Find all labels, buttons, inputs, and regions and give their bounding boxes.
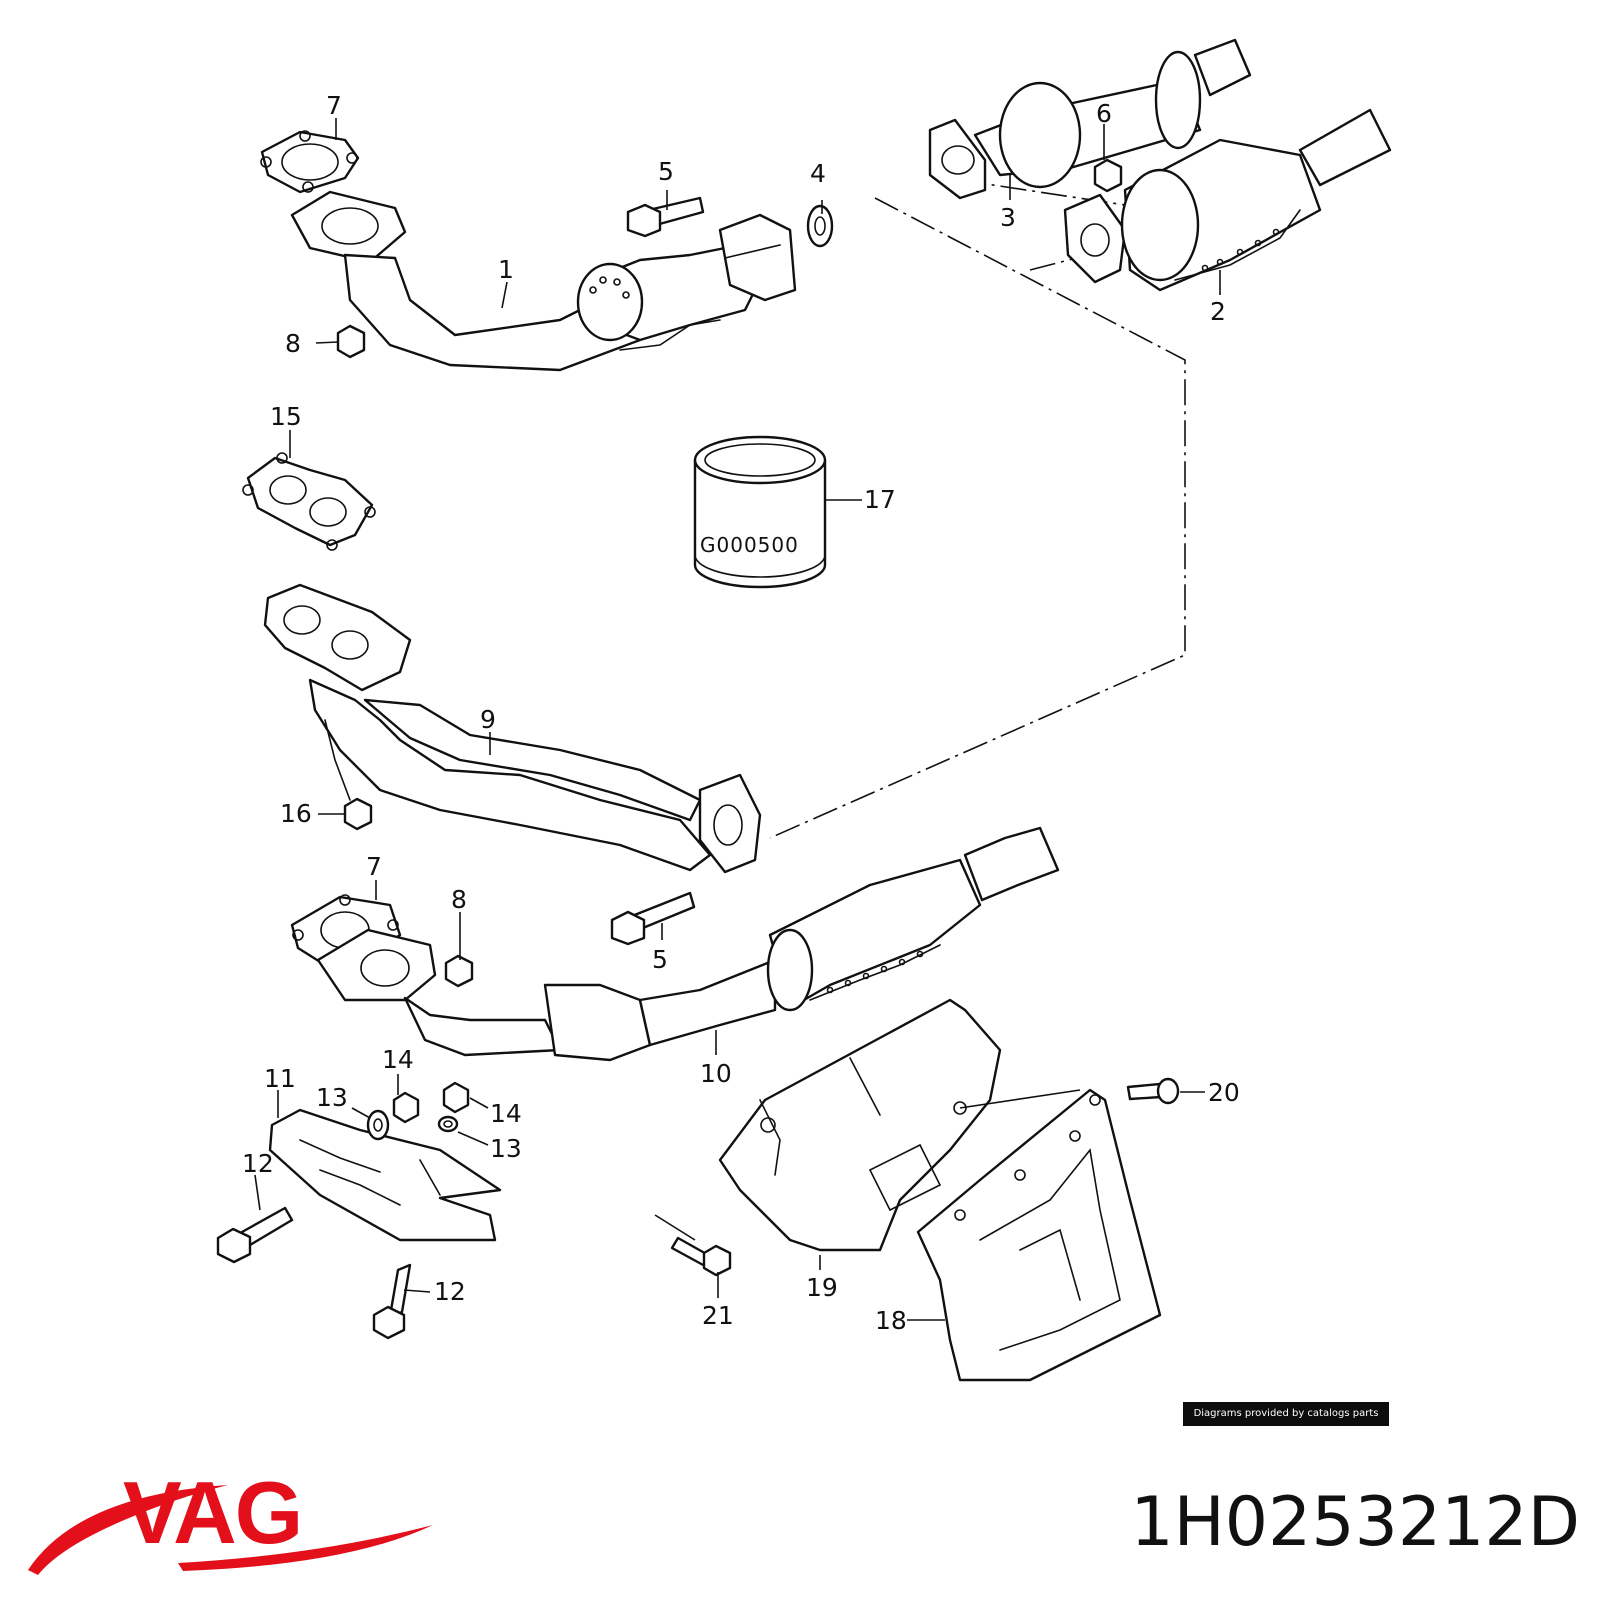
callout-4: 4 (810, 159, 826, 188)
diagram-credit-badge: Diagrams provided by catalogs parts (1183, 1402, 1389, 1426)
gasket-15 (242, 452, 376, 551)
callout-14-right: 14 (490, 1099, 522, 1128)
front-pipe-9 (263, 583, 762, 874)
callout-labels: 7 1 8 5 4 6 3 2 15 17 9 16 7 8 5 10 11 1… (242, 91, 1240, 1335)
callout-16: 16 (280, 799, 312, 828)
front-pipe-10 (316, 826, 1060, 1062)
logo-wordmark: VAG (123, 1463, 301, 1562)
callout-8-top: 8 (285, 329, 301, 358)
callout-17: 17 (864, 485, 896, 514)
callout-3: 3 (1000, 203, 1016, 232)
heat-shield-18 (916, 1088, 1162, 1382)
callout-7-top: 7 (326, 91, 342, 120)
callout-20: 20 (1208, 1078, 1240, 1107)
callout-6: 6 (1096, 99, 1112, 128)
callout-2: 2 (1210, 297, 1226, 326)
callout-5-bottom: 5 (652, 945, 668, 974)
callout-14-top: 14 (382, 1045, 414, 1074)
nut-8-bottom (444, 954, 474, 988)
front-pipe-1 (290, 190, 797, 372)
washer-13-right (437, 1115, 459, 1133)
part-number: 1H0253212D (1130, 1483, 1580, 1562)
bolt-5-top (626, 196, 705, 238)
nut-6 (1093, 158, 1123, 193)
callout-21: 21 (702, 1301, 734, 1330)
nut-14-left (392, 1091, 420, 1124)
washer-13-left (366, 1109, 390, 1141)
heat-shield-19 (718, 998, 1002, 1252)
bolt-12-left (216, 1206, 294, 1264)
nut-8-top (336, 324, 366, 359)
callout-5-top: 5 (658, 157, 674, 186)
logo-swoosh-tail (178, 1525, 433, 1571)
nut-14-right (442, 1081, 470, 1114)
callout-12-bottom: 12 (434, 1277, 466, 1306)
callout-11: 11 (264, 1064, 296, 1093)
filter-17: G000500 (693, 435, 827, 589)
bolt-21 (670, 1236, 732, 1277)
callout-12-left: 12 (242, 1149, 274, 1178)
filter-code-label: G000500 (700, 533, 799, 557)
logo-swoosh (28, 1485, 228, 1575)
vag-logo: VAG (28, 1463, 433, 1575)
ring-4 (806, 204, 834, 248)
callout-7-bottom: 7 (366, 852, 382, 881)
bracket-11 (268, 1108, 502, 1242)
callout-9: 9 (480, 705, 496, 734)
bolt-20 (1126, 1077, 1180, 1105)
callout-15: 15 (270, 402, 302, 431)
bolt-5-bottom (610, 891, 696, 946)
muffler-3 (928, 38, 1252, 200)
callout-13-right: 13 (490, 1134, 522, 1163)
callout-10: 10 (700, 1059, 732, 1088)
nut-16 (343, 797, 373, 831)
callout-19: 19 (806, 1273, 838, 1302)
bolt-12-bottom (372, 1263, 412, 1340)
gasket-7-top (260, 130, 360, 194)
callout-13-left: 13 (316, 1083, 348, 1112)
callout-18: 18 (875, 1306, 907, 1335)
assembly-lines (769, 179, 1186, 839)
callout-8-bottom: 8 (451, 885, 467, 914)
catalytic-converter-2 (1063, 108, 1392, 292)
callout-1: 1 (498, 255, 514, 284)
leader-lines (254, 118, 1221, 1321)
